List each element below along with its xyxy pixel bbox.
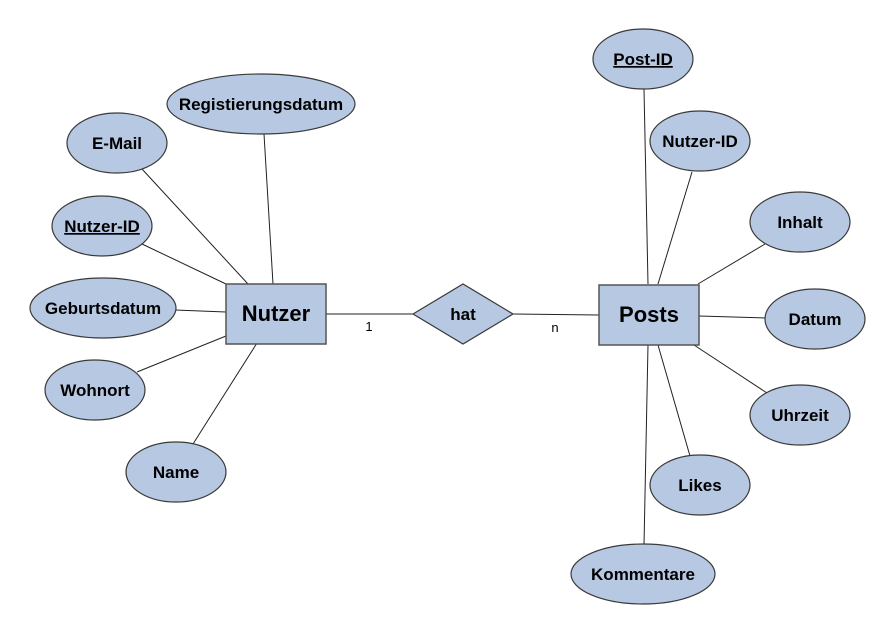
relationship-label: hat: [450, 305, 476, 324]
attribute-nutzer-id-key[interactable]: Nutzer-ID: [51, 195, 153, 257]
attribute-nutzer-id[interactable]: Nutzer-ID: [649, 110, 751, 172]
attribute-kommentare[interactable]: Kommentare: [570, 543, 716, 605]
edge-hat-posts: [512, 313, 600, 316]
attribute-label: Post-ID: [613, 50, 673, 69]
attribute-label: Name: [153, 463, 199, 482]
attribute-label: Geburtsdatum: [45, 299, 161, 318]
attribute-label: Likes: [678, 476, 721, 495]
attribute-post-id-key[interactable]: Post-ID: [592, 28, 694, 90]
edge-posts-inhalt: [697, 243, 766, 285]
attribute-label: Datum: [789, 310, 842, 329]
attribute-label: Inhalt: [777, 213, 823, 232]
attribute-label: Wohnort: [60, 381, 130, 400]
attribute-inhalt[interactable]: Inhalt: [749, 191, 851, 253]
attribute-label: E-Mail: [92, 134, 142, 153]
relationship-hat[interactable]: hat: [411, 283, 515, 345]
entity-label: Posts: [619, 302, 679, 327]
attribute-label: Nutzer-ID: [662, 132, 738, 151]
edge-nutzer-nutzerid: [141, 243, 227, 285]
entity-posts[interactable]: Posts: [598, 284, 700, 346]
edge-posts-datum: [698, 315, 767, 319]
entity-nutzer[interactable]: Nutzer: [225, 283, 327, 345]
attribute-likes[interactable]: Likes: [649, 454, 751, 516]
attribute-datum[interactable]: Datum: [764, 288, 866, 350]
attribute-label: Uhrzeit: [771, 406, 829, 425]
attribute-registierungsdatum[interactable]: Registierungsdatum: [166, 73, 356, 135]
edge-nutzer-email: [141, 168, 249, 285]
attribute-name[interactable]: Name: [125, 441, 227, 503]
attribute-uhrzeit[interactable]: Uhrzeit: [749, 384, 851, 446]
attribute-label: Nutzer-ID: [64, 217, 140, 236]
edge-nutzer-wohnort: [136, 335, 227, 373]
attribute-geburtsdatum[interactable]: Geburtsdatum: [29, 277, 177, 339]
edge-posts-likes: [657, 344, 691, 457]
edge-posts-nutzerid: [657, 171, 693, 285]
edge-posts-postid: [643, 88, 649, 285]
edge-nutzer-registierungsdatum: [263, 133, 274, 285]
edge-nutzer-geburtsdatum: [174, 309, 227, 313]
attribute-email[interactable]: E-Mail: [66, 112, 168, 174]
cardinality-left: 1: [365, 319, 372, 334]
cardinality-right: n: [551, 320, 558, 335]
attribute-label: Kommentare: [591, 565, 695, 584]
edges: [136, 88, 768, 546]
edge-posts-kommentare: [643, 344, 649, 546]
attribute-label: Registierungsdatum: [179, 95, 343, 114]
entity-label: Nutzer: [242, 301, 311, 326]
edge-posts-uhrzeit: [693, 344, 768, 394]
attribute-wohnort[interactable]: Wohnort: [44, 359, 146, 421]
edge-nutzer-name: [192, 342, 258, 445]
